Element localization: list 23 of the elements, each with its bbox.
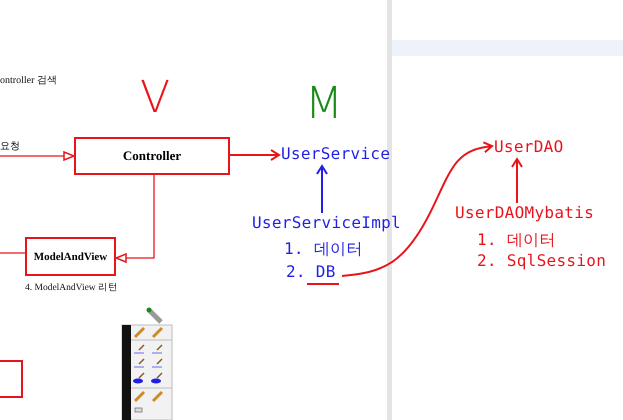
caption-text: ontroller 검색	[0, 74, 57, 87]
arrow	[342, 141, 493, 277]
process-box	[0, 360, 23, 398]
process-box: ModelAndView	[25, 237, 116, 276]
process-box: Controller	[74, 137, 230, 175]
list-item: 2. SqlSession	[477, 251, 606, 270]
class-name: UserService	[281, 144, 390, 163]
arrow	[115, 175, 155, 263]
arrow	[511, 158, 523, 203]
class-name: UserDAOMybatis	[455, 203, 594, 222]
caption-text: 4. ModelAndView 리턴	[25, 282, 118, 294]
class-name: UserDAO	[494, 137, 564, 156]
handwritten-letter: M	[305, 78, 343, 129]
arrow	[0, 151, 75, 161]
connector-line	[0, 252, 25, 254]
handwritten-letter: V	[140, 72, 170, 123]
arrow	[316, 165, 328, 213]
list-item: 2. DB	[286, 262, 336, 281]
edge-label: 요청	[0, 139, 20, 153]
list-item: 1. 데이터	[477, 230, 556, 251]
list-item: 1. 데이터	[284, 239, 363, 260]
arrow	[230, 149, 280, 161]
class-name: UserServiceImpl	[252, 213, 401, 232]
